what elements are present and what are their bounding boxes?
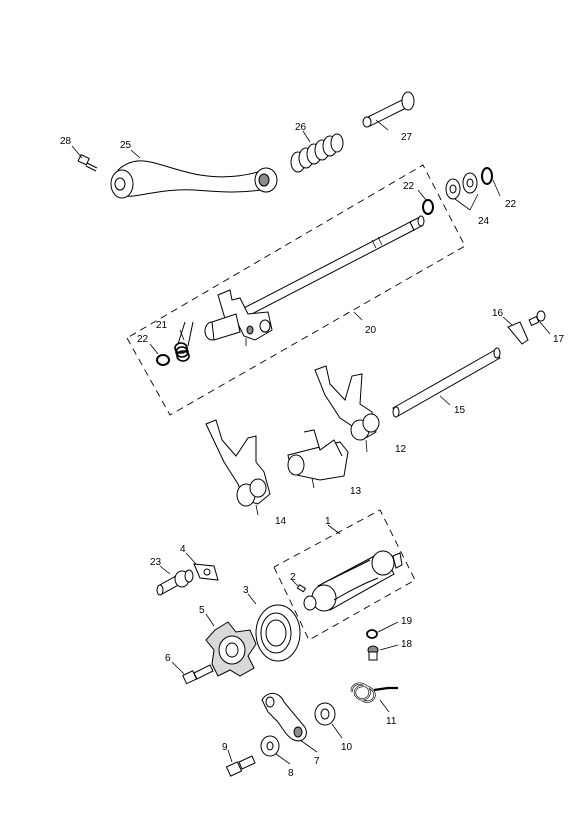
part-7-detent-arm xyxy=(261,693,307,742)
callout-labels: 28 25 26 27 22 22 24 20 21 22 16 17 15 1… xyxy=(60,122,565,779)
callout-26: 26 xyxy=(295,122,307,133)
callout-13: 13 xyxy=(350,486,362,497)
group-outline-1 xyxy=(273,509,416,641)
part-11-spring xyxy=(350,682,398,703)
callout-28: 28 xyxy=(60,136,72,147)
callout-23: 23 xyxy=(150,557,162,568)
part-4-retaining-plate xyxy=(193,563,219,581)
callout-7: 7 xyxy=(314,756,320,767)
callout-22-left: 22 xyxy=(137,334,149,345)
callout-10: 10 xyxy=(341,742,353,753)
callout-12: 12 xyxy=(395,444,407,455)
callout-15: 15 xyxy=(454,405,466,416)
part-14-selector-fork xyxy=(205,419,271,516)
part-25-gear-lever xyxy=(110,160,278,199)
part-21-torsion-spring xyxy=(174,321,194,362)
callout-14: 14 xyxy=(275,516,287,527)
part-17-bolt xyxy=(528,310,546,327)
part-18-detent-plunger xyxy=(367,645,379,661)
callout-3: 3 xyxy=(243,585,249,596)
callout-18: 18 xyxy=(401,639,413,650)
callout-1: 1 xyxy=(325,516,331,527)
part-6-bolt xyxy=(182,664,214,685)
callout-5: 5 xyxy=(199,605,205,616)
part-26-spring-rubber xyxy=(290,133,344,173)
callout-6: 6 xyxy=(165,653,171,664)
part-19-washer xyxy=(366,629,378,639)
part-23-bolt xyxy=(156,569,194,596)
leader-lines xyxy=(71,119,551,765)
callout-20: 20 xyxy=(365,325,377,336)
callout-8: 8 xyxy=(288,768,294,779)
part-10-washer xyxy=(314,702,336,726)
callout-19: 19 xyxy=(401,616,413,627)
part-3-bearing xyxy=(255,604,301,662)
part-9-bolt xyxy=(225,755,256,777)
part-2-pin xyxy=(296,584,307,593)
part-8-washer xyxy=(260,735,280,757)
callout-27: 27 xyxy=(401,132,413,143)
callout-21: 21 xyxy=(156,320,168,331)
part-27-pivot-bolt xyxy=(362,91,415,128)
part-22-circlip-top xyxy=(422,167,493,215)
callout-11: 11 xyxy=(386,716,397,727)
callout-17: 17 xyxy=(553,334,565,345)
callout-16: 16 xyxy=(492,308,504,319)
callout-24: 24 xyxy=(478,216,490,227)
part-15-fork-rod xyxy=(392,347,501,418)
callout-2: 2 xyxy=(290,572,296,583)
part-20-selector-shaft xyxy=(204,215,425,346)
part-12-selector-fork xyxy=(314,365,380,453)
part-1-selector-drum xyxy=(303,550,403,612)
callout-4: 4 xyxy=(180,544,186,555)
callout-22-right: 22 xyxy=(505,199,517,210)
callout-22-upper: 22 xyxy=(403,181,415,192)
part-5-detent-wheel xyxy=(205,621,257,677)
callout-25: 25 xyxy=(120,140,132,151)
part-24-washers xyxy=(445,172,478,200)
part-16-detent-arm xyxy=(507,321,529,345)
part-22-circlip-left xyxy=(156,354,170,366)
part-13-selector-fork xyxy=(287,429,349,489)
callout-9: 9 xyxy=(222,742,228,753)
